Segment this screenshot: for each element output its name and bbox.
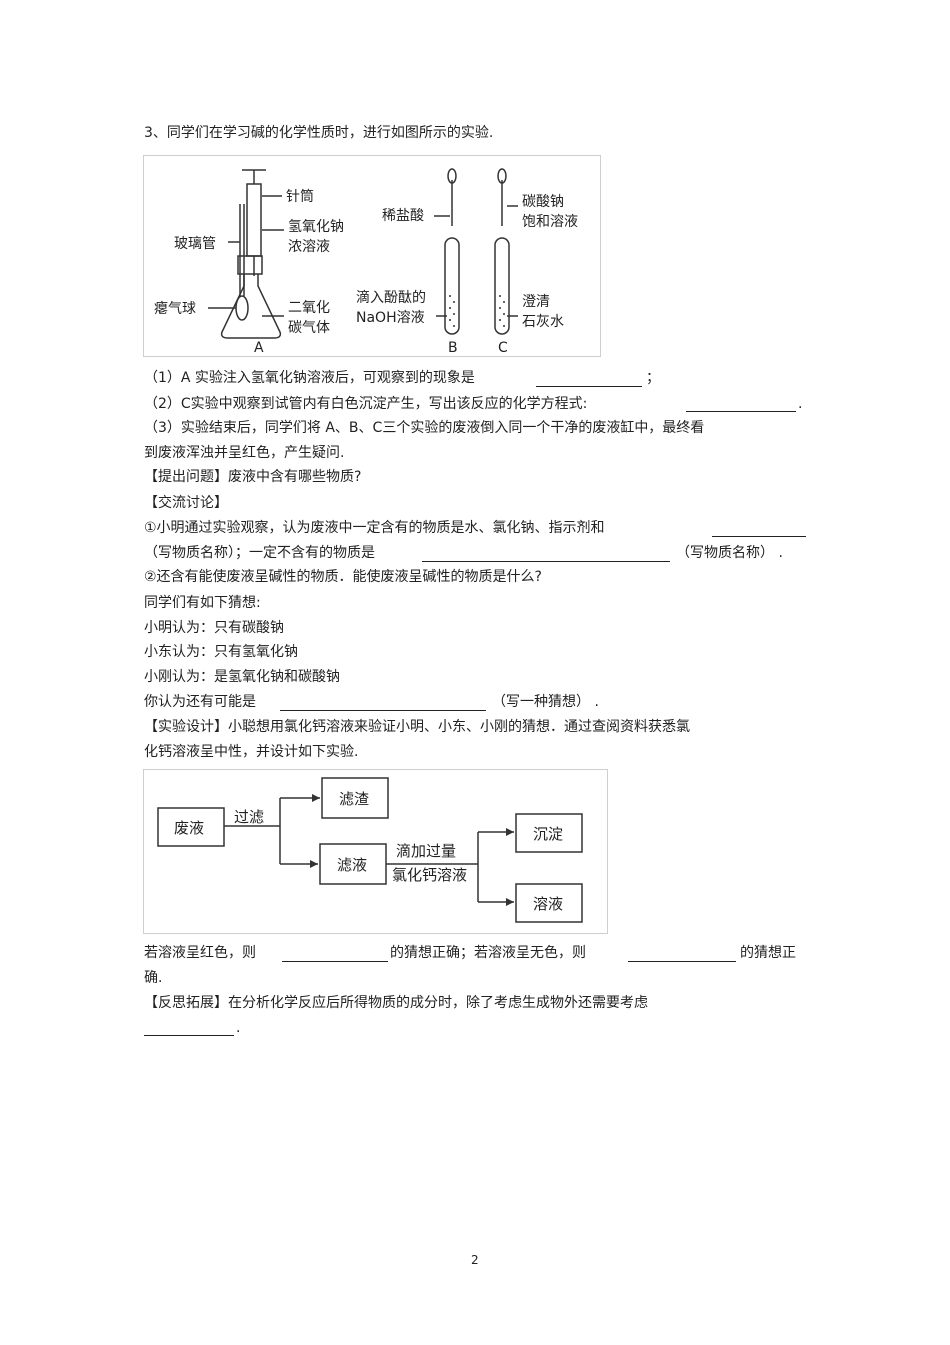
result-b: 的猜想正确；若溶液呈无色，则: [390, 945, 586, 961]
guess-4a: 你认为还有可能是: [144, 694, 256, 710]
label-add-2: 氯化钙溶液: [392, 866, 467, 884]
label-na2co3-2: 饱和溶液: [522, 214, 578, 230]
label-na2co3: 碳酸钠: [522, 194, 564, 210]
label-naoh: 氢氧化钠: [288, 219, 344, 235]
label-b: B: [448, 340, 458, 356]
d1-line2a: （写物质名称）；一定不含有的物质是: [144, 545, 375, 561]
label-naoh-2: 浓溶液: [288, 239, 330, 255]
d1-blank-1[interactable]: [712, 536, 806, 537]
q2-text: （2）C实验中观察到试管内有白色沉淀产生，写出该反应的化学方程式:: [144, 396, 588, 412]
q1-end: ；: [646, 370, 660, 386]
page-number: 2: [471, 1253, 479, 1267]
reflect-end: .: [236, 1020, 241, 1036]
guesses-intro: 同学们有如下猜想:: [144, 595, 261, 611]
label-c: C: [498, 340, 508, 356]
reflect-text: 【反思拓展】在分析化学反应后所得物质的成分时，除了考虑生成物外还需要考虑: [144, 995, 648, 1011]
d2-text: ②还含有能使废液呈碱性的物质．能使废液呈碱性的物质是什么?: [144, 569, 542, 585]
label-syringe: 针筒: [286, 188, 314, 205]
guess-1: 小明认为：只有碳酸钠: [144, 620, 284, 636]
d1-line2b: （写物质名称） .: [676, 545, 783, 561]
d1-blank-2[interactable]: [422, 561, 670, 562]
guess-4b: （写一种猜想） .: [492, 694, 599, 710]
reflect-blank[interactable]: [144, 1035, 234, 1036]
q3-line2: 到废液浑浊并呈红色，产生疑问.: [144, 445, 345, 461]
design-line2: 化钙溶液呈中性，并设计如下实验.: [144, 744, 359, 760]
label-phenolphthalein: 滴入酚酞的: [356, 289, 426, 306]
label-glass-tube: 玻璃管: [174, 235, 216, 252]
guess-2: 小东认为：只有氢氧化钠: [144, 644, 298, 660]
q2-blank[interactable]: [686, 411, 796, 412]
label-filter: 过滤: [234, 808, 264, 826]
problem-heading: 【提出问题】废液中含有哪些物质?: [144, 469, 362, 485]
box-waste: 废液: [174, 819, 204, 837]
result-a: 若溶液呈红色，则: [144, 945, 256, 961]
apparatus-figure: 针筒 氢氧化钠 浓溶液 玻璃管 瘪气球 二氧化 碳气体 稀盐酸 滴入酚酞的 Na…: [143, 155, 601, 357]
label-add-1: 滴加过量: [396, 842, 456, 860]
q1-blank[interactable]: [536, 386, 642, 387]
label-limewater-2: 石灰水: [522, 314, 564, 330]
label-limewater: 澄清: [522, 294, 550, 310]
discuss-heading: 【交流讨论】: [144, 495, 228, 511]
d1-line1: ①小明通过实验观察，认为废液中一定含有的物质是水、氯化钠、指示剂和: [144, 520, 605, 536]
apparatus-drawing: 针筒 氢氧化钠 浓溶液 玻璃管 瘪气球 二氧化 碳气体 稀盐酸 滴入酚酞的 Na…: [154, 168, 578, 356]
box-solution: 溶液: [533, 895, 563, 913]
flowchart-figure: 废液 过滤 滤渣 滤液 滴加过量 氯化钙溶液 沉淀 溶液: [143, 769, 608, 934]
box-precipitate: 沉淀: [533, 825, 563, 843]
label-balloon: 瘪气球: [154, 300, 196, 317]
design-line1: 【实验设计】小聪想用氯化钙溶液来验证小明、小东、小刚的猜想．通过查阅资料获悉氯: [144, 719, 690, 735]
q2-end: .: [798, 396, 803, 412]
label-a: A: [254, 340, 264, 356]
label-naoh-solution: NaOH溶液: [356, 310, 425, 326]
q3-line1: （3）实验结束后，同学们将 A、B、C三个实验的废液倒入同一个干净的废液缸中，最…: [144, 420, 705, 436]
result-c: 的猜想正: [740, 945, 796, 961]
guess-3: 小刚认为：是氢氧化钠和碳酸钠: [144, 669, 340, 685]
label-co2-2: 碳气体: [288, 320, 330, 336]
label-co2: 二氧化: [288, 300, 330, 316]
question-title: 3、同学们在学习碱的化学性质时，进行如图所示的实验.: [144, 125, 494, 141]
result-blank-2[interactable]: [628, 961, 736, 962]
q1-text: （1）A 实验注入氢氧化钠溶液后，可观察到的现象是: [144, 370, 475, 386]
box-residue: 滤渣: [339, 790, 369, 808]
box-filtrate: 滤液: [337, 856, 367, 874]
result-d: 确.: [144, 970, 163, 986]
label-dilute-hcl: 稀盐酸: [382, 208, 424, 224]
flowchart-drawing: 废液 过滤 滤渣 滤液 滴加过量 氯化钙溶液 沉淀 溶液: [157, 777, 583, 923]
result-blank-1[interactable]: [282, 961, 388, 962]
guess-4-blank[interactable]: [280, 710, 486, 711]
